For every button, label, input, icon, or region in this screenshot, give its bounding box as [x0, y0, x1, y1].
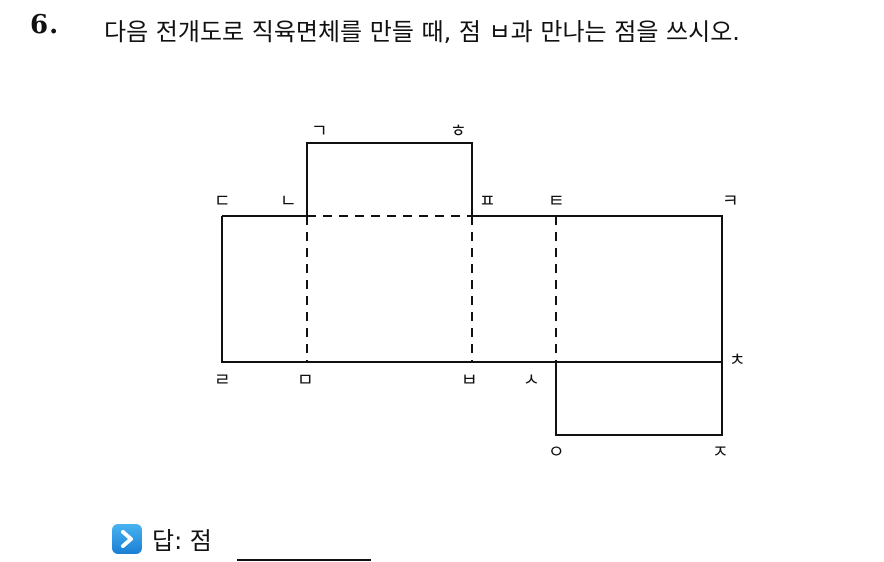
label-chieut: ㅊ: [729, 350, 746, 371]
label-kieuk: ㅋ: [722, 191, 739, 212]
label-nieun: ㄴ: [280, 191, 297, 212]
label-digeut: ㄷ: [214, 191, 231, 212]
question-text: 다음 전개도로 직육면체를 만들 때, 점 ㅂ과 만나는 점을 쓰시오.: [104, 18, 740, 46]
label-mieum: ㅁ: [297, 370, 314, 391]
net-bottom-face-outline: [555, 362, 723, 436]
answer-blank-line[interactable]: [237, 559, 371, 561]
label-hieut: ㅎ: [450, 121, 467, 142]
label-jieut: ㅈ: [712, 442, 729, 463]
question-number: 6.: [30, 10, 60, 40]
label-siot: ㅅ: [523, 370, 540, 391]
label-bieup: ㅂ: [461, 370, 478, 391]
net-top-face-outline: [306, 142, 473, 216]
chevron-right-icon: [112, 523, 142, 554]
label-ieung: ㅇ: [548, 442, 565, 463]
label-pieup: ㅍ: [479, 191, 496, 212]
label-rieul: ㄹ: [214, 370, 231, 391]
label-giyeok: ㄱ: [311, 121, 328, 142]
answer-row: 답: 점: [112, 521, 212, 556]
label-tieut: ㅌ: [548, 191, 565, 212]
answer-label: 답: 점: [152, 527, 212, 555]
